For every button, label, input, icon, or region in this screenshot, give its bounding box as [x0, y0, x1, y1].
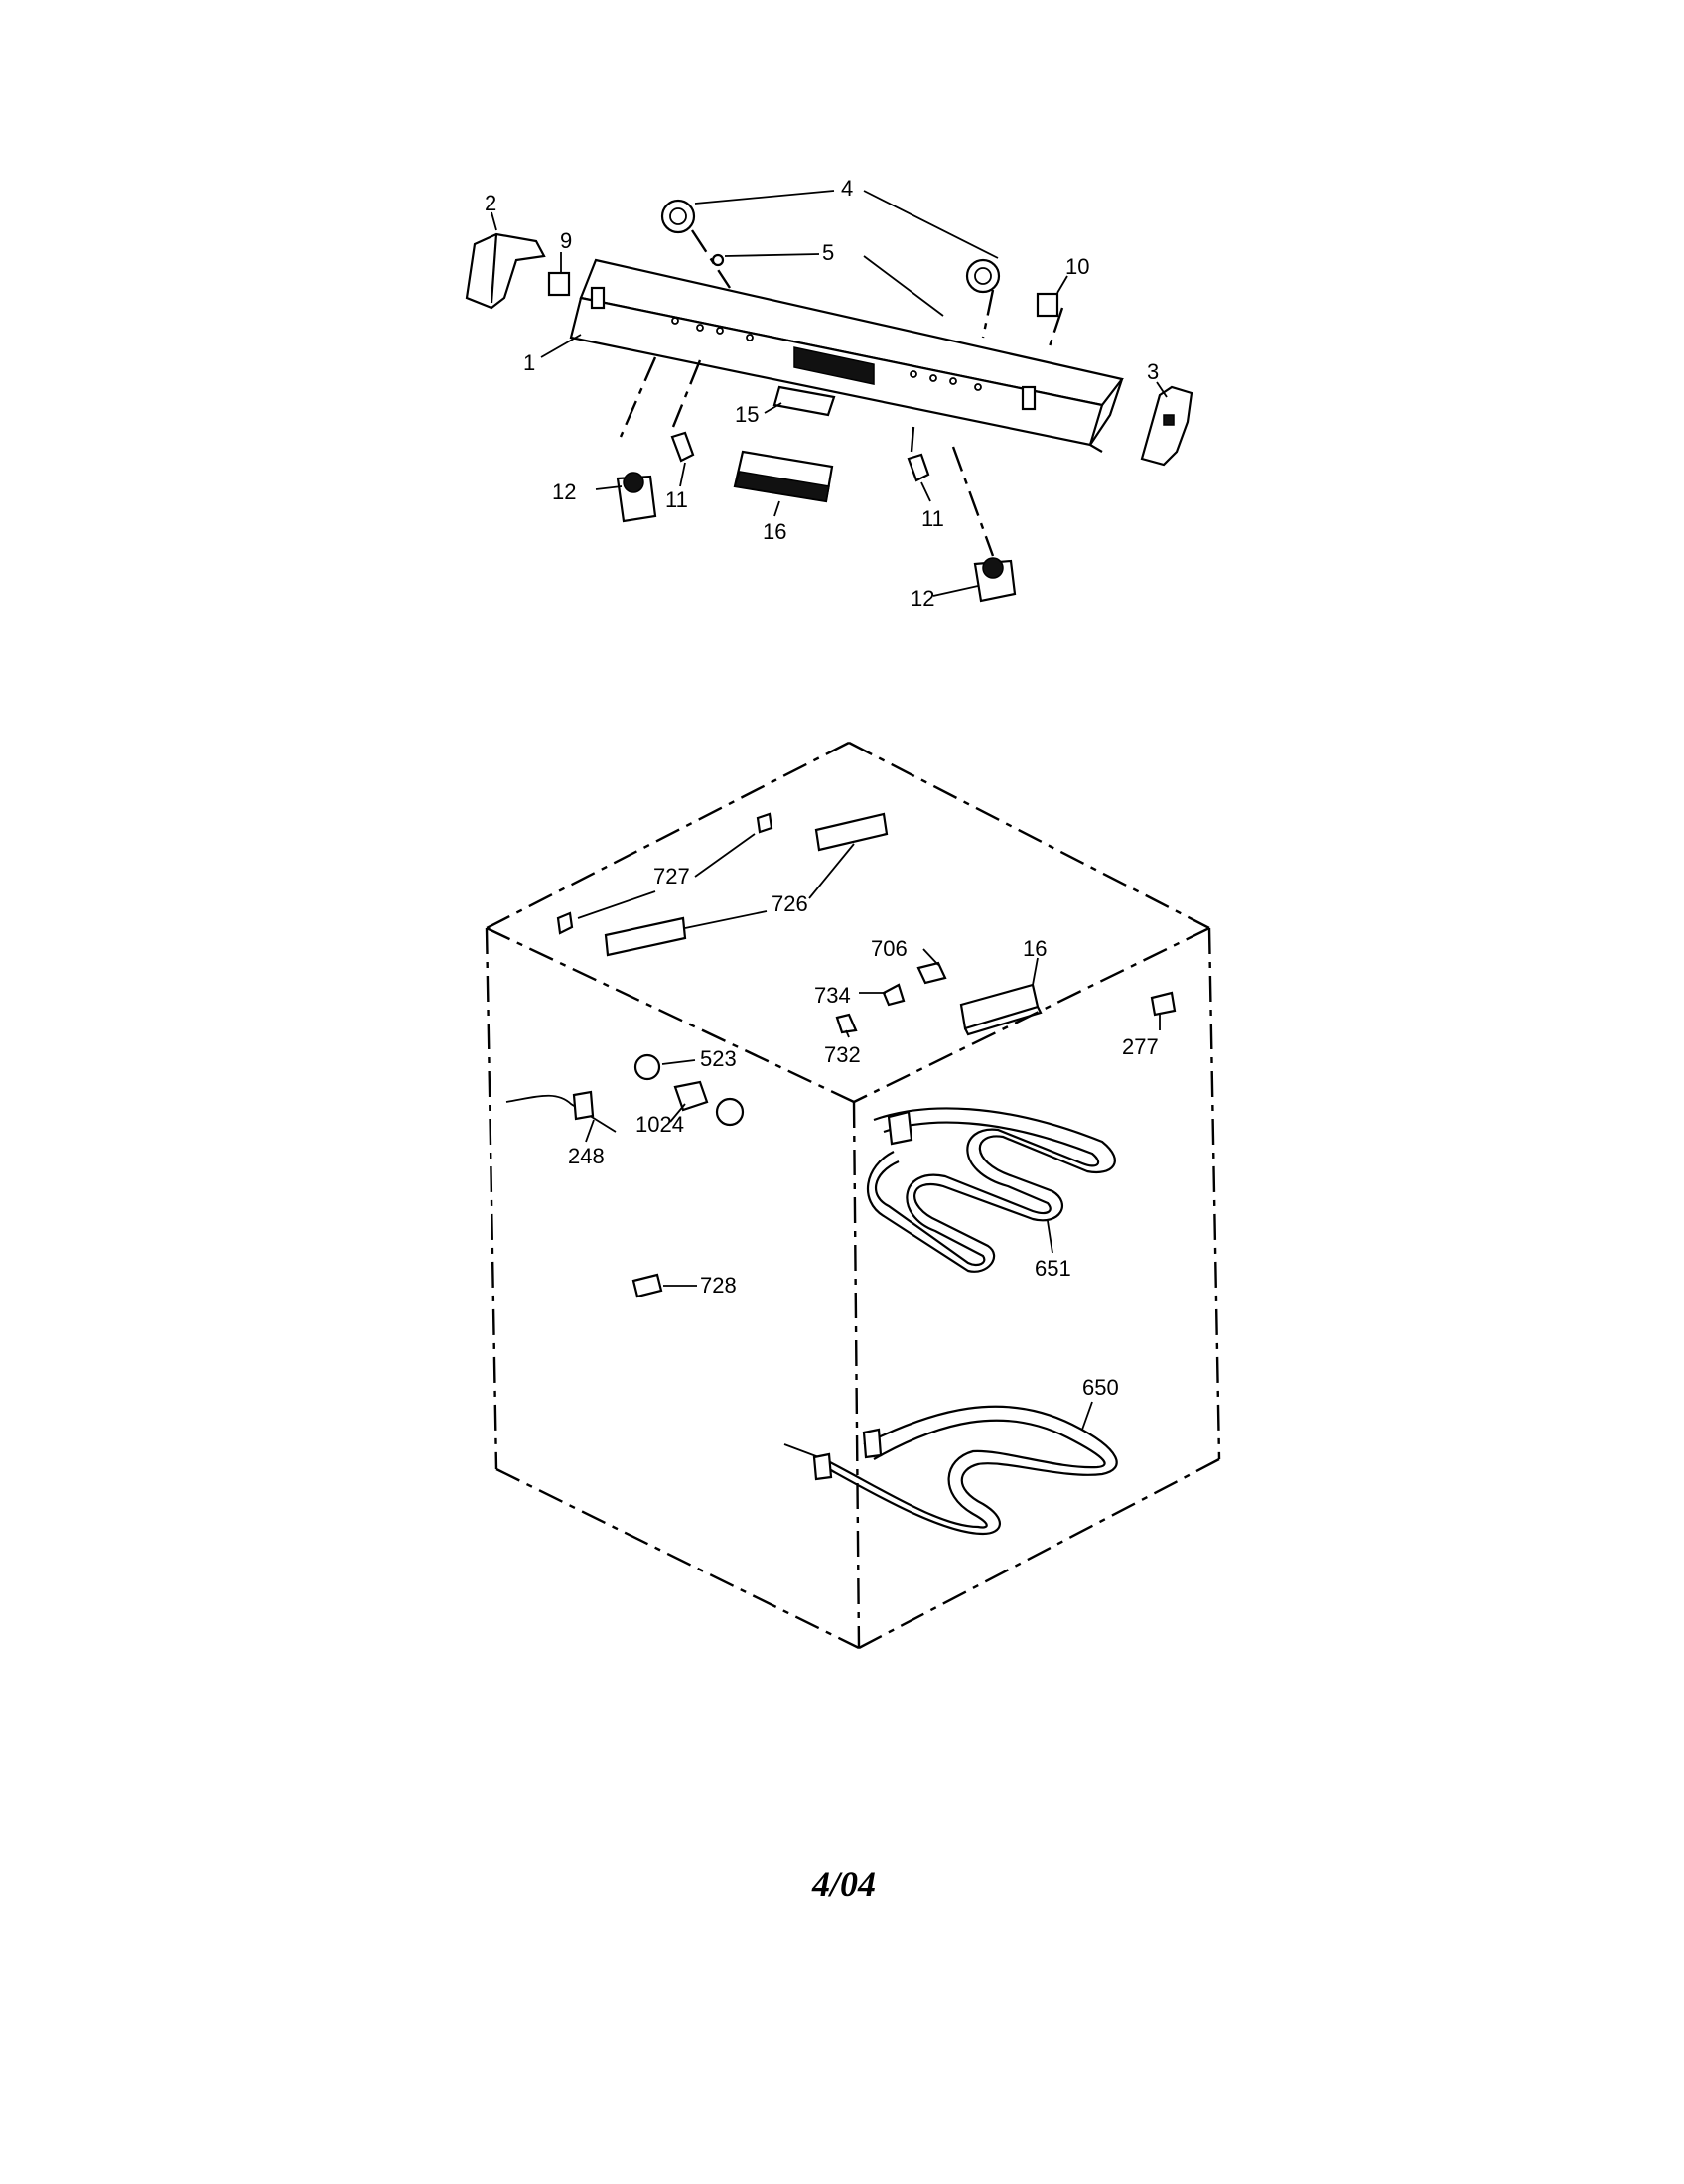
part-277	[1150, 991, 1177, 1017]
label-1: 1	[523, 350, 535, 375]
label-728: 728	[700, 1273, 737, 1297]
knob-12-right	[973, 557, 1017, 603]
label-651: 651	[1035, 1256, 1071, 1281]
display-window	[793, 346, 875, 385]
switch-11-left	[670, 431, 695, 463]
socket-1024	[673, 1080, 709, 1112]
bake-element-650	[783, 1405, 1118, 1536]
label-1024: 1024	[635, 1112, 684, 1137]
part-728	[632, 1273, 663, 1298]
switch-11-right	[907, 453, 930, 482]
label-11-right: 11	[921, 506, 944, 531]
knob-12-left	[616, 472, 657, 523]
oven-box-assembly: 727 726 706 16 734 732 277 523 1024 248 …	[485, 741, 1221, 1650]
label-16-top: 16	[763, 519, 786, 544]
label-727: 727	[653, 864, 690, 888]
label-706: 706	[871, 936, 908, 961]
control-panel	[569, 258, 1124, 453]
label-4: 4	[841, 176, 853, 201]
screw-5	[711, 253, 725, 267]
label-9: 9	[560, 228, 572, 253]
part-706	[916, 961, 947, 985]
label-650: 650	[1082, 1375, 1119, 1400]
broil-element-651	[866, 1107, 1116, 1273]
fastener-727-a	[756, 812, 773, 834]
label-277: 277	[1122, 1034, 1159, 1059]
label-5: 5	[822, 240, 834, 265]
panel-slot-right	[1021, 385, 1037, 411]
label-3: 3	[1147, 359, 1159, 384]
label-12-right: 12	[911, 586, 934, 611]
label-12-left: 12	[552, 479, 576, 504]
clock-16-box	[959, 983, 1043, 1036]
label-726: 726	[772, 891, 808, 916]
fastener-727-b	[556, 911, 574, 935]
label-732: 732	[824, 1042, 861, 1067]
relay-15	[772, 385, 836, 417]
label-2: 2	[485, 191, 496, 215]
panel-slot-left	[590, 286, 606, 310]
end-bracket-left	[465, 232, 546, 310]
part-734	[882, 983, 906, 1007]
terminal-block-726-b	[604, 916, 687, 957]
label-15: 15	[735, 402, 759, 427]
clip-10	[1036, 292, 1059, 318]
label-16-box: 16	[1023, 936, 1047, 961]
end-bracket-right	[1140, 385, 1193, 467]
label-11-left: 11	[665, 487, 688, 512]
label-10: 10	[1065, 254, 1089, 279]
probe-248	[505, 1094, 617, 1133]
bezel-4-left	[660, 199, 696, 234]
label-248: 248	[568, 1144, 605, 1168]
label-734: 734	[814, 983, 851, 1008]
page-footer: 4/04	[811, 1864, 876, 1904]
control-panel-assembly: 4 5 2 9 10 3 1 15 12 11 16 11 12	[465, 176, 1193, 611]
clock-16-top	[733, 450, 834, 503]
clip-9	[547, 271, 571, 297]
label-523: 523	[700, 1046, 737, 1071]
light-523	[633, 1053, 661, 1081]
terminal-block-726-a	[814, 812, 889, 852]
part-732	[835, 1013, 858, 1034]
lens-1024	[715, 1097, 745, 1127]
bezel-4-right	[965, 258, 1001, 294]
